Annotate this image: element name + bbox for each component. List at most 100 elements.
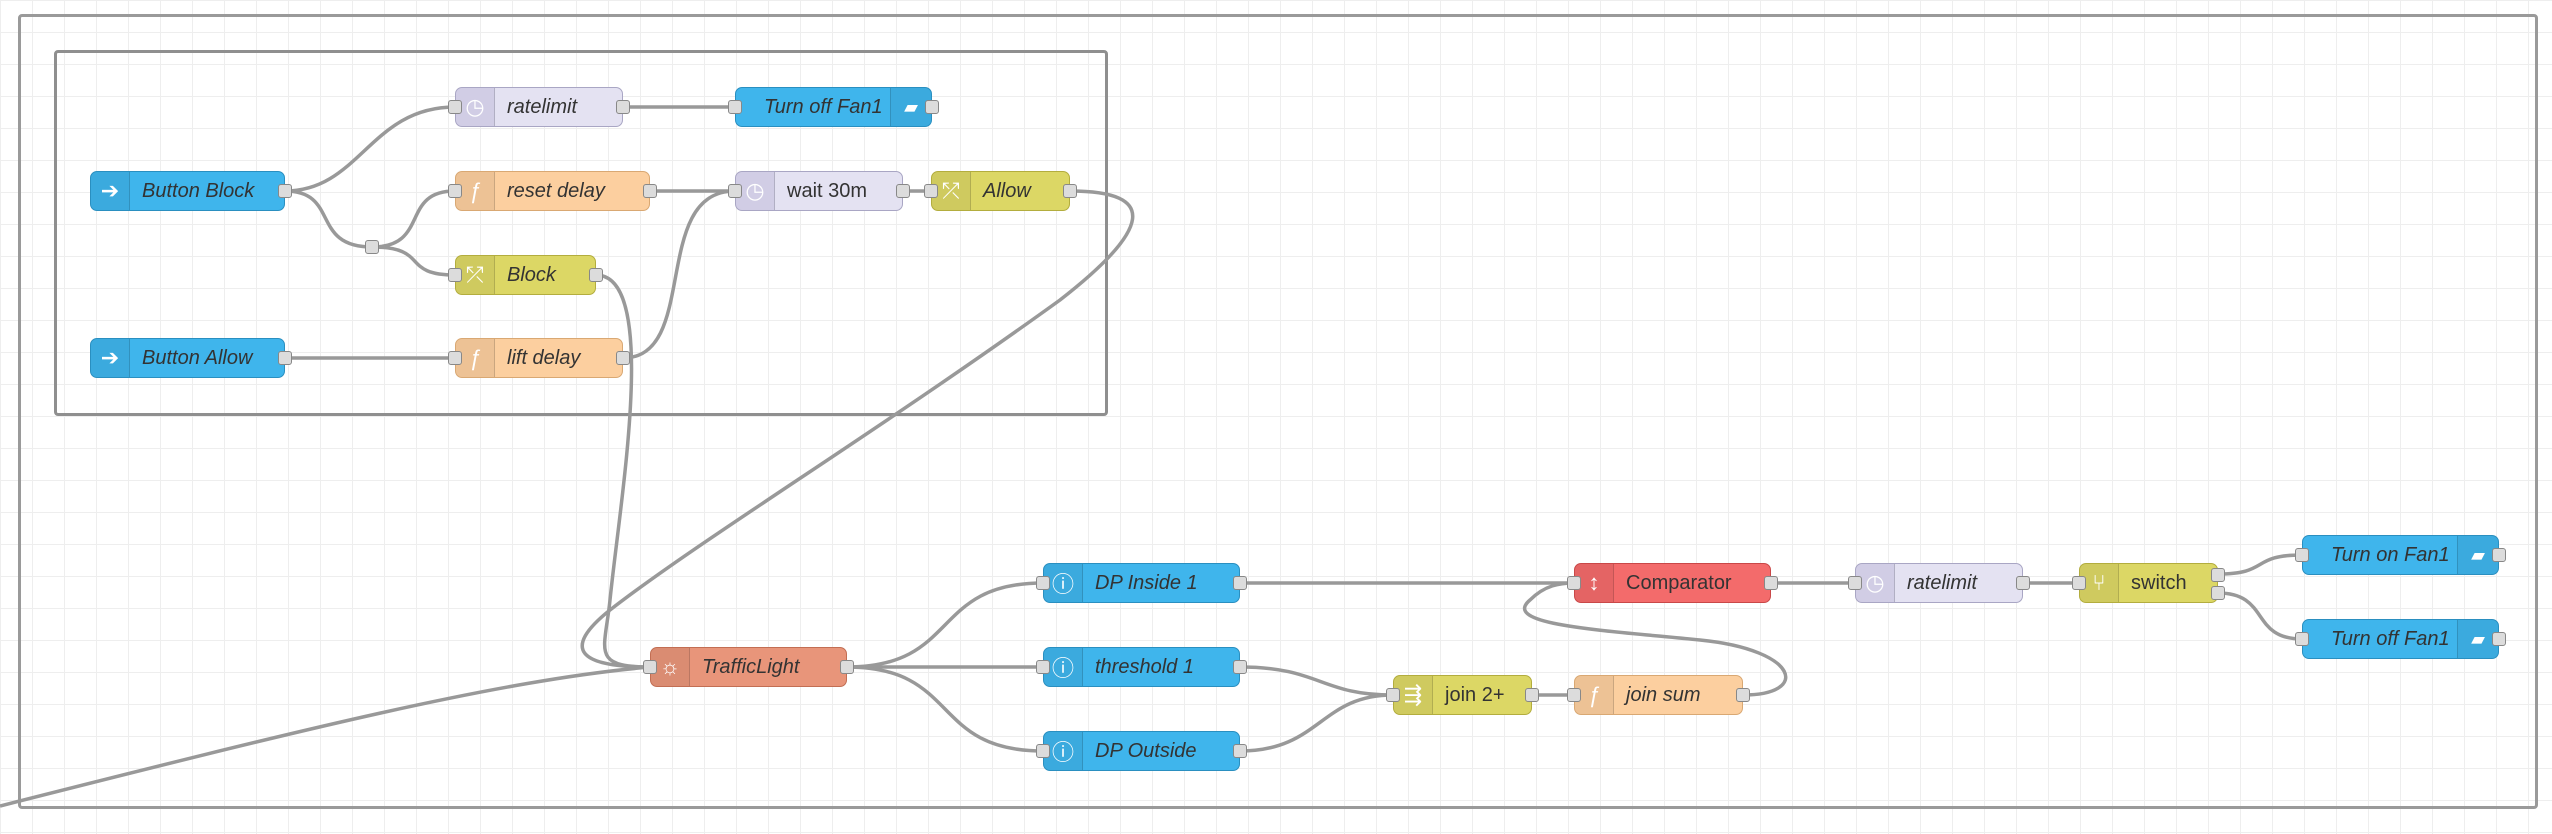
node-threshold-1[interactable]: ⓘ threshold 1 (1036, 647, 1247, 687)
node-traffic-light[interactable]: ☼ TrafficLight (643, 647, 854, 687)
node-wait-30m[interactable]: ◷ wait 30m (728, 171, 910, 211)
input-port[interactable] (924, 184, 938, 198)
wire (284, 189, 373, 249)
input-port[interactable] (1567, 688, 1581, 702)
node-comparator[interactable]: ↕ Comparator (1567, 563, 1778, 603)
node-reset-delay[interactable]: ƒ reset delay (448, 171, 657, 211)
input-port[interactable] (643, 660, 657, 674)
node-label: Button Allow (142, 346, 253, 369)
change-icon: ⤱ (456, 256, 495, 294)
join-icon: ⇶ (1394, 676, 1433, 714)
node-button-block[interactable]: ➔ Button Block (90, 171, 292, 211)
node-label: Turn on Fan1 (2331, 543, 2450, 566)
input-port[interactable] (1036, 576, 1050, 590)
node-turn-on-fan1[interactable]: Turn on Fan1 ▰ (2295, 535, 2506, 575)
output-port[interactable] (278, 351, 292, 365)
node-label: Comparator (1626, 571, 1732, 594)
output-port[interactable] (589, 268, 603, 282)
input-port[interactable] (448, 184, 462, 198)
output-port[interactable] (2492, 548, 2506, 562)
node-join-2[interactable]: ⇶ join 2+ (1386, 675, 1539, 715)
wifi-router-icon: ▰ (2457, 536, 2498, 574)
wire (622, 189, 736, 360)
output-port[interactable] (616, 100, 630, 114)
output-port[interactable] (925, 100, 939, 114)
output-port[interactable] (840, 660, 854, 674)
delay-icon: ◷ (736, 172, 775, 210)
output-port[interactable] (1233, 744, 1247, 758)
wire (846, 581, 1044, 669)
wifi-router-icon: ▰ (890, 88, 931, 126)
input-port[interactable] (728, 100, 742, 114)
node-turn-off-fan1-bottom[interactable]: Turn off Fan1 ▰ (2295, 619, 2506, 659)
inject-icon: ➔ (91, 339, 130, 377)
input-port[interactable] (2072, 576, 2086, 590)
output-port[interactable] (1525, 688, 1539, 702)
input-port[interactable] (448, 268, 462, 282)
input-port[interactable] (1567, 576, 1581, 590)
output-port[interactable] (1736, 688, 1750, 702)
function-icon: ƒ (456, 339, 495, 377)
output-port[interactable] (616, 351, 630, 365)
node-label: switch (2131, 571, 2187, 594)
node-label: join 2+ (1445, 683, 1505, 706)
node-join-sum[interactable]: ƒ join sum (1567, 675, 1750, 715)
node-dp-outside[interactable]: ⓘ DP Outside (1036, 731, 1247, 771)
node-label: DP Inside 1 (1095, 571, 1198, 594)
output-port[interactable] (1764, 576, 1778, 590)
output-port[interactable] (896, 184, 910, 198)
node-label: Allow (983, 179, 1031, 202)
flow-tab-frame (18, 14, 2538, 809)
output-port[interactable] (643, 184, 657, 198)
wire (371, 245, 456, 277)
output-port[interactable] (1063, 184, 1077, 198)
input-port[interactable] (448, 351, 462, 365)
button-group[interactable] (54, 50, 1108, 416)
node-dp-inside-1[interactable]: ⓘ DP Inside 1 (1036, 563, 1247, 603)
input-port[interactable] (1036, 744, 1050, 758)
wire (2217, 553, 2303, 576)
node-button-allow[interactable]: ➔ Button Allow (90, 338, 292, 378)
info-icon: ⓘ (1044, 648, 1083, 686)
wire (1239, 693, 1394, 753)
node-switch[interactable]: ⑂ switch (2072, 563, 2225, 603)
input-port[interactable] (2295, 632, 2309, 646)
output-port[interactable] (2016, 576, 2030, 590)
node-ratelimit-top[interactable]: ◷ ratelimit (448, 87, 630, 127)
function-icon: ƒ (456, 172, 495, 210)
node-label: join sum (1626, 683, 1701, 706)
node-label: TrafficLight (702, 655, 800, 678)
input-port[interactable] (448, 100, 462, 114)
info-icon: ⓘ (1044, 732, 1083, 770)
input-port[interactable] (1848, 576, 1862, 590)
wire (595, 273, 651, 669)
output-port[interactable] (2492, 632, 2506, 646)
output-port-2[interactable] (2211, 586, 2225, 600)
node-label: ratelimit (1907, 571, 1978, 594)
compare-icon: ↕ (1575, 564, 1614, 602)
wire (371, 189, 456, 249)
function-icon: ƒ (1575, 676, 1614, 714)
output-port[interactable] (1233, 660, 1247, 674)
node-label: reset delay (507, 179, 605, 202)
info-icon: ⓘ (1044, 564, 1083, 602)
link-junction[interactable] (365, 240, 379, 254)
node-block[interactable]: ⤱ Block (448, 255, 603, 295)
output-port-1[interactable] (2211, 568, 2225, 582)
node-allow[interactable]: ⤱ Allow (924, 171, 1077, 211)
output-port[interactable] (1233, 576, 1247, 590)
output-port[interactable] (278, 184, 292, 198)
input-port[interactable] (1036, 660, 1050, 674)
wire (284, 105, 456, 193)
node-label: wait 30m (787, 179, 868, 202)
node-ratelimit-bottom[interactable]: ◷ ratelimit (1848, 563, 2030, 603)
input-port[interactable] (1386, 688, 1400, 702)
input-port[interactable] (728, 184, 742, 198)
input-port[interactable] (2295, 548, 2309, 562)
node-turn-off-fan1-top[interactable]: Turn off Fan1 ▰ (728, 87, 939, 127)
node-lift-delay[interactable]: ƒ lift delay (448, 338, 630, 378)
node-label: Block (507, 263, 556, 286)
wire (2217, 591, 2303, 641)
